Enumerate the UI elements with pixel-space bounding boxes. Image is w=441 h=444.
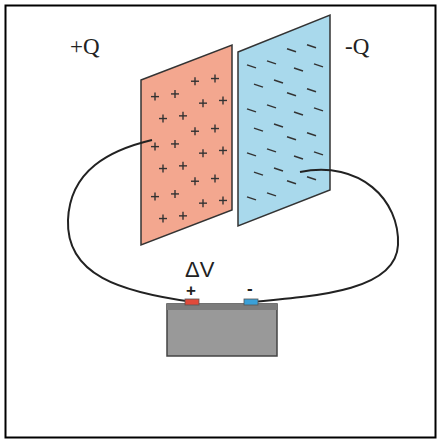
charge-stroke: [307, 177, 316, 180]
terminal-sign: +: [186, 282, 196, 299]
battery-top: [167, 304, 277, 310]
charge-stroke: [162, 215, 163, 223]
positive-plate: [141, 45, 232, 245]
charge-stroke: [214, 125, 215, 133]
charge-stroke: [307, 133, 316, 136]
charge-stroke: [247, 65, 256, 68]
charge-stroke: [254, 172, 263, 175]
charge-stroke: [267, 193, 276, 196]
charge-stroke: [214, 75, 215, 83]
charge-stroke: [267, 61, 276, 64]
charge-stroke: [182, 162, 183, 170]
charge-stroke: [194, 127, 195, 135]
charge-stroke: [247, 109, 256, 112]
charge-stroke: [247, 153, 256, 156]
charge-stroke: [174, 190, 175, 198]
charge-stroke: [202, 199, 203, 207]
charge-stroke: [307, 89, 316, 92]
charge-stroke: [202, 99, 203, 107]
charge-stroke: [287, 49, 296, 52]
battery: [167, 304, 277, 356]
frame: [6, 6, 436, 438]
charge-stroke: [247, 197, 256, 200]
charge-label: +Q: [70, 35, 100, 58]
charge-stroke: [254, 128, 263, 131]
plate-charge-signs: [247, 45, 323, 200]
negative-plate: [238, 15, 330, 226]
plate-charge-signs: [151, 75, 227, 223]
charge-stroke: [274, 124, 283, 127]
charge-stroke: [294, 68, 303, 71]
charge-stroke: [214, 175, 215, 183]
charge-stroke: [222, 146, 223, 154]
charge-stroke: [182, 112, 183, 120]
charge-stroke: [314, 64, 323, 67]
wire: [252, 170, 398, 302]
charge-stroke: [154, 193, 155, 201]
charge-label: -Q: [345, 35, 369, 58]
charge-stroke: [194, 77, 195, 85]
charge-stroke: [314, 152, 323, 155]
wire: [68, 140, 193, 302]
charge-stroke: [174, 140, 175, 148]
charge-stroke: [314, 108, 323, 111]
charge-stroke: [287, 93, 296, 96]
charge-stroke: [294, 156, 303, 159]
terminal-sign: -: [247, 280, 253, 297]
voltage-label: ΔV: [182, 258, 217, 282]
charge-stroke: [287, 137, 296, 140]
charge-stroke: [162, 165, 163, 173]
charge-stroke: [274, 168, 283, 171]
charge-stroke: [162, 115, 163, 123]
charge-stroke: [182, 212, 183, 220]
charge-stroke: [287, 181, 296, 184]
negative-terminal: [244, 299, 258, 305]
charge-stroke: [274, 80, 283, 83]
charge-stroke: [222, 96, 223, 104]
charge-stroke: [267, 105, 276, 108]
charge-stroke: [174, 90, 175, 98]
charge-stroke: [294, 112, 303, 115]
positive-terminal: [185, 299, 199, 305]
charge-stroke: [222, 196, 223, 204]
charge-stroke: [307, 45, 316, 48]
charge-stroke: [267, 149, 276, 152]
charge-stroke: [254, 84, 263, 87]
charge-stroke: [154, 143, 155, 151]
charge-stroke: [194, 177, 195, 185]
charge-stroke: [154, 93, 155, 101]
charge-stroke: [202, 149, 203, 157]
